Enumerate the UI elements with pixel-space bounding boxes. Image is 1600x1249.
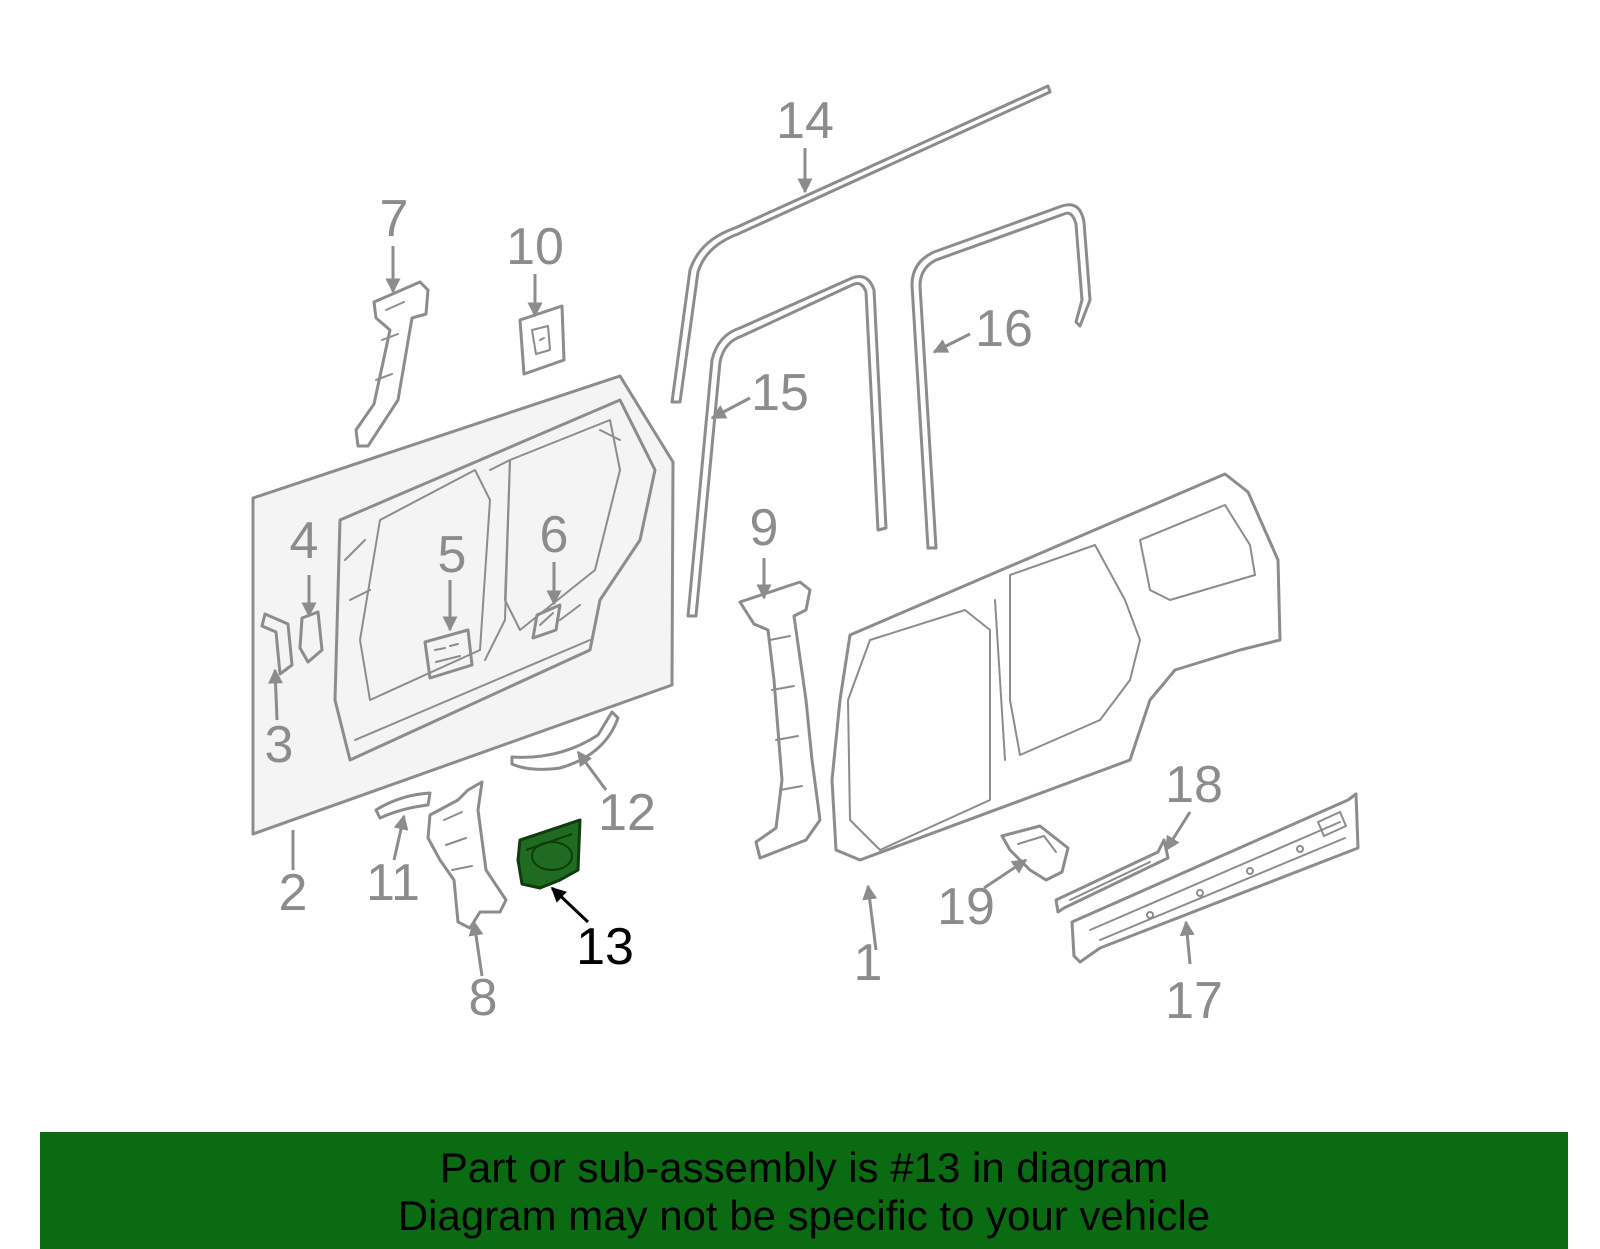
leader-19 [983, 858, 1028, 890]
callout-4: 4 [290, 512, 319, 570]
part-11-panel [374, 791, 432, 820]
part-6-gusset [531, 603, 562, 640]
part-18-inner-rocker [1054, 838, 1170, 914]
callout-5: 5 [438, 526, 467, 584]
leader-lines [268, 148, 1195, 977]
leader-18 [1164, 811, 1192, 852]
callout-15: 15 [751, 364, 809, 422]
callout-2: 2 [279, 864, 308, 922]
leader-13 [550, 886, 590, 924]
callout-7: 7 [380, 190, 409, 248]
part-5-plate [423, 628, 474, 680]
callout-3: 3 [265, 716, 294, 774]
banner-line-1: Part or sub-assembly is #13 in diagram [439, 1144, 1169, 1191]
callout-6: 6 [540, 506, 569, 564]
callout-1: 1 [854, 934, 883, 992]
part-7-pillar [354, 280, 430, 448]
banner-line-2: Diagram may not be specific to your vehi… [397, 1192, 1211, 1239]
part-9-center-pillar [738, 580, 822, 860]
part-10-bracket [518, 304, 566, 376]
leader-8 [468, 920, 484, 977]
part-1-outer-panel [830, 472, 1282, 862]
callout-18: 18 [1165, 756, 1223, 814]
callout-17: 17 [1165, 972, 1223, 1030]
part-12-wheelhouse [510, 710, 620, 771]
part-14-weatherstrip [670, 84, 1052, 404]
leader-17 [1179, 920, 1195, 965]
callout-13[interactable]: 13 [576, 918, 634, 976]
part-13-highlighted[interactable] [516, 818, 582, 890]
leader-1 [862, 884, 878, 951]
part-8-lower-pillar [426, 780, 508, 930]
callout-12: 12 [598, 784, 656, 842]
part-19-bracket [1000, 824, 1070, 882]
callout-19: 19 [937, 878, 995, 936]
callout-11: 11 [366, 854, 420, 912]
info-banner: Part or sub-assembly is #13 in diagram D… [40, 1132, 1568, 1249]
callout-9: 9 [750, 499, 779, 557]
callout-8: 8 [469, 969, 498, 1027]
callout-16: 16 [975, 300, 1033, 358]
leader-16 [932, 332, 971, 354]
part-17-rocker [1070, 792, 1360, 964]
part-15-weatherstrip [686, 275, 888, 618]
callout-labels: 1 2 3 4 5 6 7 8 9 10 11 12 13 14 15 16 1… [265, 92, 1223, 1030]
part-16-weatherstrip [910, 203, 1092, 550]
leader-15 [710, 396, 751, 420]
leader-11 [392, 814, 409, 861]
part-2-inner-panel [251, 374, 675, 836]
leader-12 [576, 750, 608, 791]
callout-10: 10 [506, 218, 564, 276]
callout-14: 14 [776, 92, 834, 150]
leader-3 [268, 668, 284, 721]
